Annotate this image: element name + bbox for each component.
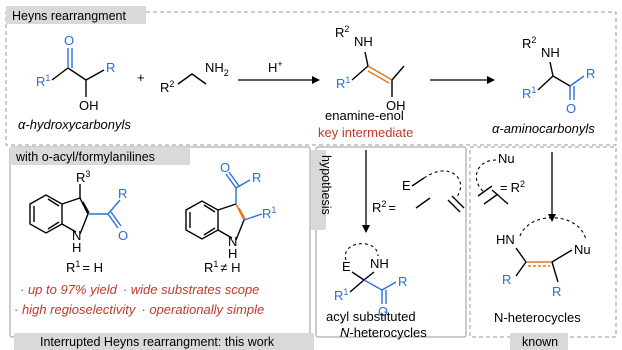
acyl-label-1: acyl substituted (326, 309, 416, 324)
svg-text:O: O (118, 228, 128, 243)
electrophile-fragment: E (402, 170, 465, 213)
svg-text:R: R (118, 186, 127, 201)
svg-text:O: O (64, 33, 74, 48)
svg-text:H: H (228, 246, 237, 261)
svg-text:O: O (378, 304, 388, 319)
n-heterocycle-structure: HN Nu R R (496, 217, 591, 299)
middle-frame (315, 146, 467, 338)
svg-text:Nu: Nu (498, 151, 515, 166)
svg-text:Nu: Nu (574, 242, 591, 257)
svg-text:HN: HN (496, 232, 515, 247)
reaction-arrow-2 (430, 76, 495, 84)
svg-text:NH2: NH2 (205, 60, 229, 78)
highlight-line-2: · high regioselectivity· operationally s… (14, 302, 264, 317)
svg-text:R1: R1 (336, 75, 350, 91)
right-frame (469, 146, 617, 338)
indole-structure-2: O R R1 N H (185, 160, 276, 261)
svg-text:R: R (586, 66, 595, 81)
hypothesis-r2-eq: R2= (372, 199, 396, 215)
svg-text:R: R (398, 274, 407, 289)
svg-text:NH: NH (541, 45, 560, 60)
highlight-line-1: · up to 97% yield· wide substrates scope (20, 282, 259, 297)
svg-text:R3: R3 (76, 169, 90, 185)
indole-structure-1: R3 N H R O (29, 169, 128, 255)
svg-text:OH: OH (386, 98, 406, 113)
top-title: Heyns rearrangment (12, 9, 126, 23)
acyl-heterocycle-structure: E NH R1 R O (334, 243, 407, 319)
plus-sign: + (137, 70, 145, 85)
svg-text:NH: NH (354, 34, 373, 49)
svg-text:R: R (502, 272, 511, 287)
svg-text:R2: R2 (160, 79, 174, 95)
amine-structure: R2 NH2 (160, 60, 229, 95)
aminocarbonyl-label: α-aminocarbonyls (492, 121, 595, 136)
left-title-bg (10, 147, 190, 165)
svg-text:H+: H+ (268, 59, 283, 75)
nucleophile-fragment: Nu (475, 151, 515, 205)
acyl-label-2: N-heterocycles (340, 325, 427, 340)
top-title-bg (6, 6, 146, 24)
svg-text:E: E (402, 178, 411, 193)
svg-text:N: N (228, 234, 237, 249)
svg-text:H: H (72, 240, 81, 255)
key-intermediate-label: key intermediate (318, 125, 413, 140)
svg-text:R1: R1 (522, 85, 536, 101)
svg-text:O: O (220, 160, 230, 175)
svg-text:R1: R1 (334, 287, 348, 303)
right-footer-bg (510, 333, 568, 350)
svg-text:N: N (72, 228, 81, 243)
svg-text:R1: R1 (262, 205, 276, 221)
svg-text:O: O (566, 101, 576, 116)
hypothesis-arrow (362, 150, 370, 233)
svg-text:R1: R1 (36, 73, 50, 89)
svg-text:R2: R2 (335, 24, 349, 40)
svg-text:R2: R2 (522, 35, 536, 51)
hydroxycarbonyl-label: α-hydroxycarbonyls (18, 117, 131, 132)
svg-text:R: R (106, 60, 115, 75)
indole2-condition: R1≠ H (204, 259, 241, 275)
top-frame (5, 11, 617, 146)
svg-text:OH: OH (79, 98, 99, 113)
known-arrow (548, 152, 556, 222)
right-footer: known (522, 335, 558, 349)
enamine-enol-structure: R2 NH R1 OH (335, 24, 406, 113)
right-r2-eq: =R2 (500, 179, 525, 195)
left-footer-bg (14, 333, 314, 350)
left-footer: Interrupted Heyns rearrangment: this wor… (40, 335, 275, 349)
enamine-enol-label: enamine-enol (325, 108, 404, 123)
hypothesis-tag-bg (311, 150, 326, 230)
hypothesis-label: hypothesis (319, 155, 333, 215)
svg-text:R: R (252, 170, 261, 185)
svg-text:R: R (552, 284, 561, 299)
hydroxycarbonyl-structure: O R1 R OH (36, 33, 115, 113)
svg-text:E: E (342, 259, 351, 274)
left-title: with o-acyl/formylanilines (15, 150, 155, 164)
n-heterocycles-label: N-heterocycles (494, 310, 581, 325)
indole1-condition: R1= H (66, 259, 103, 275)
aminocarbonyl-structure: R2 NH R1 R O (522, 35, 595, 116)
svg-text:NH: NH (370, 256, 389, 271)
reaction-arrow-1: H+ (238, 59, 320, 84)
